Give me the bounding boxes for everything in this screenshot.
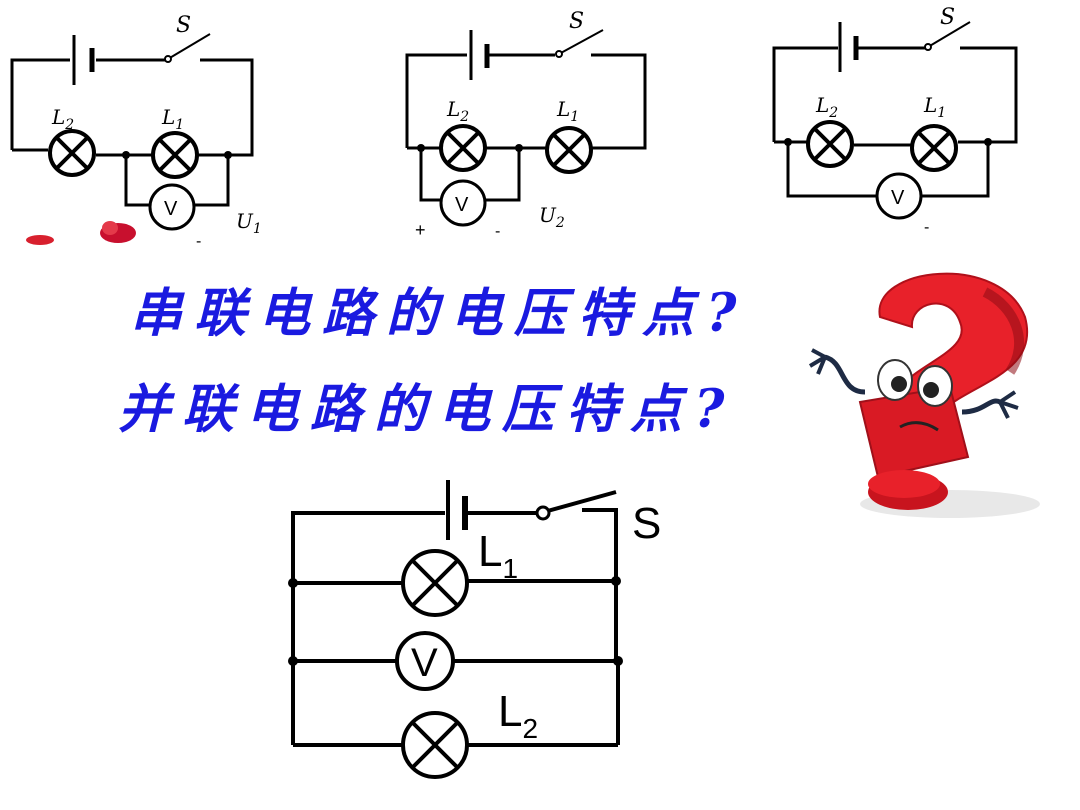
lamp-l2-symbol [48,129,96,177]
parallel-voltage-question: 并联电路的电压特点? [118,379,737,440]
series-circuit-v-across-l1: S L2 L1 V U1 - [10,13,262,250]
switch-label: S [940,5,955,30]
wire [591,53,647,150]
wire [200,58,254,157]
voltmeter-label: V [411,641,438,685]
wire [772,46,838,142]
switch-blade [167,33,211,60]
minus-terminal: - [495,223,500,240]
switch-blade [543,490,617,514]
switch-label: S [176,13,191,38]
wire [194,153,230,207]
lamp-l2-label: L2 [815,93,838,121]
lamp-l1-label: L1 [556,97,579,125]
switch-label: S [569,9,584,34]
series-voltage-question: 串联电路的电压特点? [130,283,749,344]
wire [958,46,1018,144]
lamp-l1-symbol [910,124,958,172]
voltmeter-label: V [891,187,905,209]
lamp-l1-label: L1 [923,93,946,121]
plus-terminal: + [415,220,426,240]
voltmeter-symbol [395,631,455,691]
series-circuit-v-across-both: S L2 L1 V - [772,5,1018,236]
lamp-l1-symbol [545,126,593,174]
wire [922,142,990,198]
voltmeter-symbol [148,183,196,231]
lamp-l1-symbol [401,549,469,617]
lamp-l2-symbol [401,711,469,779]
minus-terminal: - [924,219,929,236]
voltage-u1-label: U1 [236,209,262,237]
switch-blade [558,29,604,55]
voltmeter-label: V [164,198,178,220]
lamp-l2-label: L2 [51,105,74,133]
lamp-l1-label: L1 [161,105,184,133]
switch-blade [927,21,971,48]
switch-label: S [632,499,661,548]
wire [582,508,618,583]
wire [786,142,876,198]
voltage-u2-label: U2 [539,203,565,231]
lamp-l2-symbol [806,120,854,168]
wire [405,53,467,148]
lamp-l2-label: L2 [498,687,538,744]
lamp-l2-label: L2 [446,97,469,125]
lamp-l1-symbol [151,131,199,179]
wire [124,155,150,207]
lamp-l2-symbol [439,124,487,172]
wire [10,58,70,150]
lamp-l1-label: L1 [478,527,518,584]
flower-icon [26,221,136,245]
wire [485,148,521,202]
wire [291,511,445,745]
voltmeter-symbol [439,179,487,227]
question-mark-mascot-icon [808,272,1040,518]
wire [419,148,441,202]
minus-terminal: - [196,233,201,250]
series-circuit-v-across-l2: S L2 L1 V U2 + - [405,9,647,240]
parallel-circuit: S L1 V L2 [288,480,661,779]
voltmeter-symbol [875,172,923,220]
voltmeter-label: V [455,194,469,216]
